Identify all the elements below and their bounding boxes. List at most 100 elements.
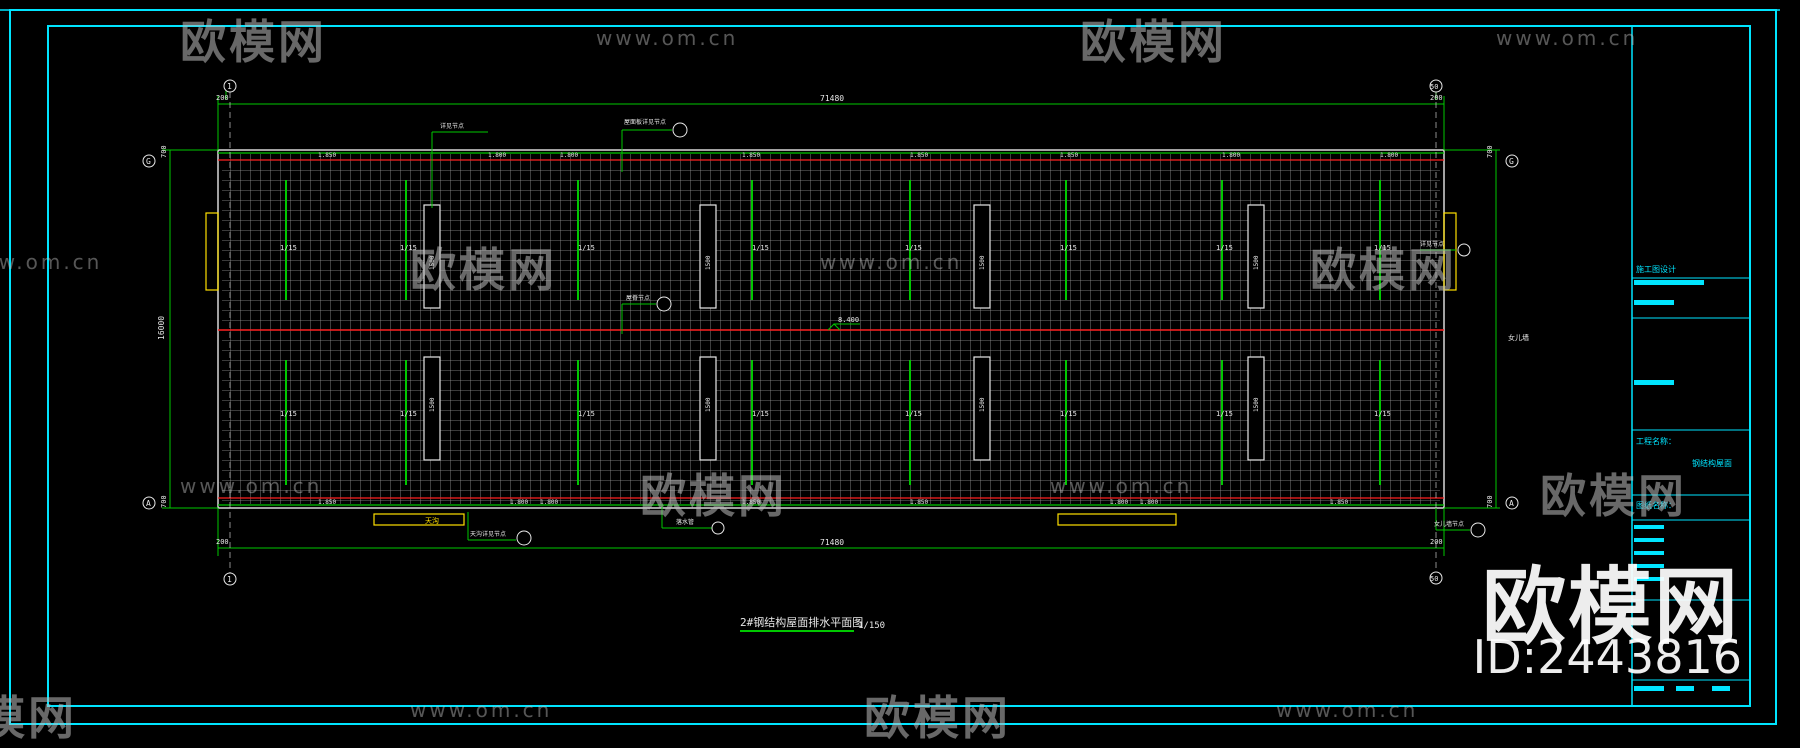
svg-text:1/15: 1/15	[1374, 244, 1391, 252]
svg-text:1/15: 1/15	[280, 410, 297, 418]
svg-text:1.800: 1.800	[1110, 499, 1128, 506]
svg-text:1/15: 1/15	[1060, 244, 1077, 252]
svg-text:1.800: 1.800	[1380, 152, 1398, 159]
grid-label-left-top: 1	[227, 82, 232, 91]
grid-label-bottom-left: A	[146, 499, 151, 508]
right-side-note: 女儿墙	[1508, 333, 1529, 342]
gutter-dims: 1500 1500 1500 1500 1500 1500 1500 1500	[429, 255, 1260, 412]
slope-labels-bottom: 1/15 1/15 1/15 1/15 1/15 1/15 1/15 1/15	[280, 410, 1391, 418]
svg-text:天沟详见节点: 天沟详见节点	[470, 530, 506, 538]
callout-top-mid: 屋面板详见节点	[621, 118, 688, 172]
callout-bottom-left: 天沟详见节点	[467, 512, 532, 546]
inner-sheet-border	[47, 25, 1751, 707]
svg-text:详见节点: 详见节点	[440, 122, 464, 130]
svg-text:1/15: 1/15	[752, 244, 769, 252]
title-block-project-label: 施工图设计	[1636, 264, 1676, 274]
callout-right: 详见节点	[1420, 240, 1471, 257]
svg-text:1.850: 1.850	[910, 499, 928, 506]
bottom-box-right	[1057, 513, 1177, 526]
svg-text:1.800: 1.800	[540, 499, 558, 506]
svg-text:1500: 1500	[1253, 397, 1260, 412]
title-block-drawing-name-label: 工程名称：	[1636, 436, 1676, 446]
svg-text:1.850: 1.850	[910, 152, 928, 159]
svg-text:1/15: 1/15	[1216, 244, 1233, 252]
dim-overall-bottom: 71480	[820, 538, 844, 547]
slope-lines-top	[285, 180, 1381, 300]
svg-text:落水管: 落水管	[676, 518, 694, 526]
svg-text:1/15: 1/15	[1060, 410, 1077, 418]
roof-outline	[217, 149, 1445, 509]
svg-text:1.800: 1.800	[510, 499, 528, 506]
dim-overall-top: 71480	[820, 94, 844, 103]
svg-text:1/15: 1/15	[905, 410, 922, 418]
cad-drawing-canvas[interactable]: 施工图设计 工程名称： 钢结构屋面 图纸名称：	[0, 0, 1800, 733]
roof-plan: 天沟	[205, 149, 1457, 526]
grid-label-bottom-right: A	[1509, 499, 1514, 508]
svg-text:屋面板详见节点: 屋面板详见节点	[624, 118, 666, 126]
svg-text:1.850: 1.850	[1330, 499, 1348, 506]
svg-text:1/15: 1/15	[1374, 410, 1391, 418]
svg-text:屋脊节点: 屋脊节点	[626, 294, 650, 302]
svg-text:1.850: 1.850	[318, 499, 336, 506]
svg-text:1500: 1500	[979, 255, 986, 270]
bottom-box-left	[373, 513, 465, 526]
svg-text:1.850: 1.850	[1060, 152, 1078, 159]
svg-text:1.800: 1.800	[1140, 499, 1158, 506]
svg-text:1.800: 1.800	[488, 152, 506, 159]
dim-edge-bottom-left: 200	[216, 538, 229, 546]
svg-text:1500: 1500	[429, 397, 436, 412]
bottom-box-label: 天沟	[425, 516, 439, 525]
svg-text:1.850: 1.850	[318, 152, 336, 159]
dim-edge-right-bottom: 700	[1486, 495, 1494, 508]
ridge-elevation-text: 8.400	[838, 316, 859, 324]
svg-text:1.850: 1.850	[742, 152, 760, 159]
svg-text:1500: 1500	[429, 255, 436, 270]
drawing-scale: 1/150	[858, 621, 885, 631]
grid-axis-top: G G	[142, 154, 1519, 168]
dim-edge-left-top: 700	[160, 145, 168, 158]
dim-overall-left: 16000	[157, 316, 166, 340]
svg-text:1.800: 1.800	[560, 152, 578, 159]
left-side-box	[205, 212, 219, 291]
slope-lines-bottom	[285, 360, 1381, 485]
svg-text:1/15: 1/15	[578, 244, 595, 252]
svg-text:女儿墙节点: 女儿墙节点	[1434, 520, 1464, 528]
svg-text:1500: 1500	[705, 397, 712, 412]
svg-text:1.850: 1.850	[742, 499, 760, 506]
title-block: 施工图设计 工程名称： 钢结构屋面 图纸名称：	[1631, 26, 1750, 706]
dim-edge-top-right: 200	[1430, 94, 1443, 102]
svg-text:1500: 1500	[979, 397, 986, 412]
title-block-sheet-label: 图纸名称：	[1636, 500, 1676, 510]
dim-edge-bottom-right: 200	[1430, 538, 1443, 546]
right-side-box	[1443, 212, 1457, 291]
svg-text:详见节点: 详见节点	[1420, 240, 1444, 248]
grid-label-right-top: 50	[1430, 83, 1438, 91]
svg-text:1.800: 1.800	[1222, 152, 1240, 159]
panel-widths-top: 1.850 1.800 1.800 1.850 1.850 1.850 1.80…	[318, 152, 1398, 159]
callout-center: 屋脊节点	[621, 294, 672, 334]
ridge-elevation-marker: 8.400	[827, 316, 860, 331]
svg-text:1500: 1500	[1253, 255, 1260, 270]
svg-text:1500: 1500	[705, 255, 712, 270]
grid-axis-bottom: A A	[142, 496, 1519, 510]
dim-edge-right-top: 700	[1486, 145, 1494, 158]
svg-text:1/15: 1/15	[752, 410, 769, 418]
drawing-title: 2#钢结构屋面排水平面图	[740, 615, 863, 629]
grid-label-left-bottom: 1	[227, 575, 232, 584]
svg-text:1/15: 1/15	[578, 410, 595, 418]
callout-bottom-mid: 落水管	[661, 506, 725, 535]
svg-text:1/15: 1/15	[280, 244, 297, 252]
svg-text:1/15: 1/15	[1216, 410, 1233, 418]
panel-widths-bottom: 1.850 1.800 1.800 1.850 1.850 1.800 1.80…	[318, 499, 1348, 506]
skylight-strips	[423, 204, 1265, 461]
grid-label-right-bottom: 50	[1430, 575, 1438, 583]
callout-bottom-right: 女儿墙节点	[1434, 508, 1486, 538]
grid-axis-right: 50 50	[1429, 79, 1443, 585]
callout-top-left: 详见节点	[431, 122, 488, 208]
grid-axis-left: 1 1	[223, 79, 237, 586]
svg-text:1/15: 1/15	[400, 410, 417, 418]
dim-edge-left-bottom: 700	[160, 495, 168, 508]
grid-label-top-left: G	[146, 157, 151, 166]
svg-text:1/15: 1/15	[400, 244, 417, 252]
svg-text:1/15: 1/15	[905, 244, 922, 252]
